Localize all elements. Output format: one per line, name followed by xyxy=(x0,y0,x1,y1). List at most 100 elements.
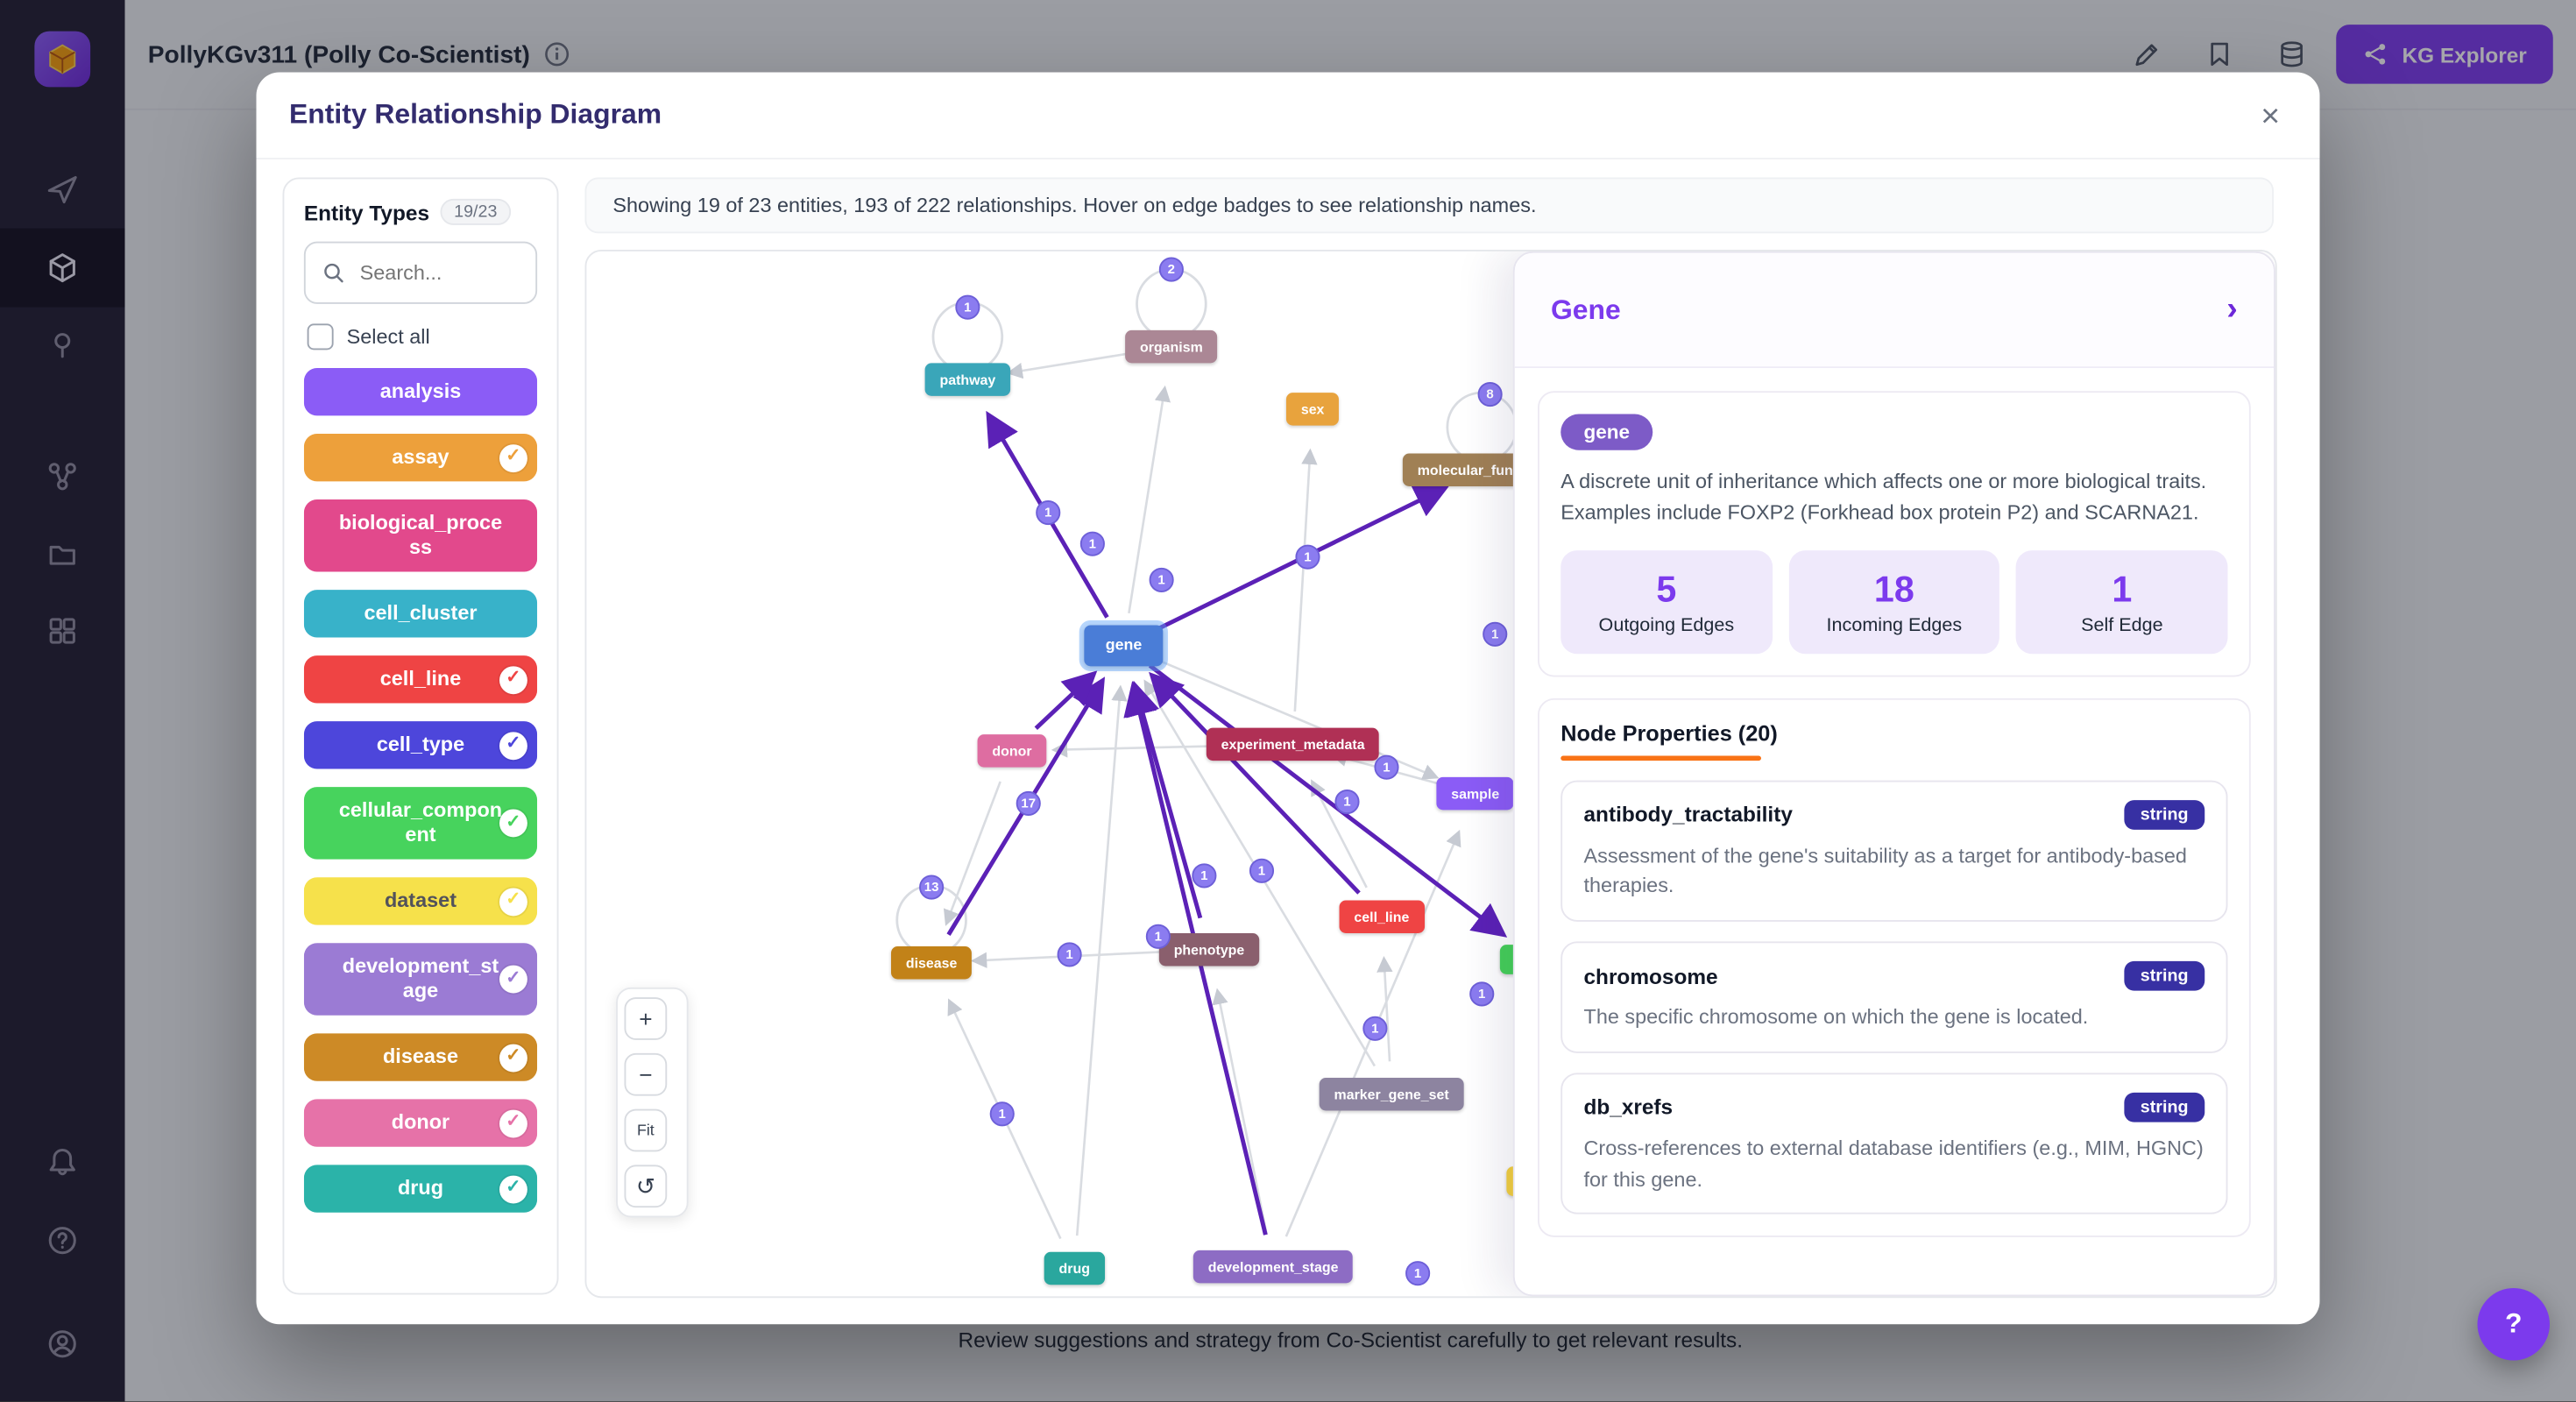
edge-badge[interactable]: 13 xyxy=(919,874,945,900)
graph-node-disease[interactable]: disease xyxy=(890,946,973,980)
status-bar: Showing 19 of 23 entities, 193 of 222 re… xyxy=(584,177,2274,234)
property-name: db_xrefs xyxy=(1583,1094,1674,1120)
select-all-label: Select all xyxy=(346,325,430,349)
edge-badge[interactable]: 17 xyxy=(1016,790,1041,816)
select-all-checkbox[interactable] xyxy=(307,323,334,350)
chevron-right-icon[interactable]: › xyxy=(2226,290,2238,328)
entity-type-assay[interactable]: assay✓ xyxy=(303,434,538,482)
entity-type-cell_type[interactable]: cell_type✓ xyxy=(303,721,538,769)
modal-header: Entity Relationship Diagram × xyxy=(256,73,2320,159)
graph-node-donor[interactable]: donor xyxy=(977,734,1047,768)
edge-badge[interactable]: 1 xyxy=(1192,863,1217,889)
entity-type-disease[interactable]: disease ✓ xyxy=(303,1033,538,1081)
pin-icon[interactable] xyxy=(0,309,125,382)
reset-zoom-button[interactable]: ↺ xyxy=(624,1165,668,1208)
entity-count-badge: 19/23 xyxy=(441,198,511,225)
graph-node-sample[interactable]: sample xyxy=(1436,776,1515,811)
graph-node-development_stage[interactable]: development_stage xyxy=(1192,1250,1354,1284)
entity-type-drug[interactable]: drug✓ xyxy=(303,1165,538,1213)
properties-underline xyxy=(1560,754,1761,761)
edge-badge[interactable]: 1 xyxy=(989,1101,1015,1127)
apps-grid-icon[interactable] xyxy=(0,595,125,668)
rocket-icon[interactable] xyxy=(0,152,125,225)
entity-type-label: cellular_component xyxy=(338,798,503,846)
entity-type-biological_process[interactable]: biological_process xyxy=(303,499,538,572)
folder-icon[interactable] xyxy=(0,518,125,591)
checked-badge-icon: ✓ xyxy=(499,1043,527,1072)
help-fab-button[interactable]: ? xyxy=(2477,1288,2550,1361)
edge-badge[interactable]: 8 xyxy=(1477,381,1503,407)
entity-type-label: disease xyxy=(382,1044,459,1068)
entity-type-label: analysis xyxy=(379,379,462,403)
node-description: A discrete unit of inheritance which aff… xyxy=(1560,470,2207,524)
details-header[interactable]: Gene › xyxy=(1514,252,2274,368)
bookmark-icon[interactable] xyxy=(2192,26,2248,82)
edge-badge[interactable]: 1 xyxy=(1149,567,1174,592)
entity-type-cell_cluster[interactable]: cell_cluster xyxy=(303,590,538,638)
entity-type-analysis[interactable]: analysis xyxy=(303,368,538,416)
node-properties-card: Node Properties (20) antibody_tractabili… xyxy=(1538,697,2251,1238)
edge-badge[interactable]: 1 xyxy=(1469,981,1495,1007)
graph-node-organism[interactable]: organism xyxy=(1125,329,1218,364)
close-icon[interactable]: × xyxy=(2244,89,2296,141)
info-icon[interactable] xyxy=(543,41,570,67)
edge-badge[interactable]: 1 xyxy=(1405,1261,1431,1286)
edge-badge[interactable]: 1 xyxy=(1362,1016,1388,1041)
cube-icon[interactable] xyxy=(0,228,125,308)
app-sidebar xyxy=(0,0,125,1402)
graph-node-drug[interactable]: drug xyxy=(1044,1251,1105,1285)
entity-type-cellular_component[interactable]: cellular_component✓ xyxy=(303,787,538,860)
graph-node-gene[interactable]: gene xyxy=(1084,625,1164,667)
graph-node-experiment_metadata[interactable]: experiment_metadata xyxy=(1206,727,1380,761)
logo-hexagon xyxy=(49,44,76,74)
stat-label: Self Edge xyxy=(2081,615,2163,635)
edge-badge[interactable]: 1 xyxy=(1145,924,1171,949)
account-icon[interactable] xyxy=(0,1308,125,1381)
zoom-in-button[interactable]: + xyxy=(624,997,668,1040)
graph-node-pathway[interactable]: pathway xyxy=(924,363,1011,396)
entity-type-development_stage[interactable]: development_stage✓ xyxy=(303,943,538,1016)
graph-node-sex[interactable]: sex xyxy=(1285,393,1340,426)
edge-badge[interactable]: 2 xyxy=(1158,257,1184,282)
select-all-row[interactable]: Select all xyxy=(307,323,538,350)
edge-badge[interactable]: 1 xyxy=(1036,499,1061,526)
pipeline-icon[interactable] xyxy=(0,441,125,513)
kg-explorer-button[interactable]: KG Explorer xyxy=(2336,25,2553,84)
logo-cube-icon[interactable] xyxy=(34,31,91,88)
entity-relationship-modal: Entity Relationship Diagram × Entity Typ… xyxy=(256,72,2320,1325)
edge-badge[interactable]: 1 xyxy=(1079,531,1105,556)
database-icon[interactable] xyxy=(2264,26,2320,82)
fit-button[interactable]: Fit xyxy=(624,1108,668,1152)
entity-type-dataset[interactable]: dataset✓ xyxy=(303,877,538,925)
edge-badge[interactable]: 1 xyxy=(1334,789,1360,815)
edge-badge[interactable]: 1 xyxy=(955,294,980,320)
graph-node-cell_line[interactable]: cell_line xyxy=(1339,900,1425,933)
zoom-out-button[interactable]: − xyxy=(624,1052,668,1096)
entity-type-label: development_stage xyxy=(342,954,499,1002)
edge-badge[interactable]: 1 xyxy=(1374,754,1399,780)
edge-badge[interactable]: 1 xyxy=(1483,621,1508,647)
entity-search xyxy=(303,241,538,304)
entity-type-donor[interactable]: donor✓ xyxy=(303,1099,538,1147)
graph-node-marker_gene_set[interactable]: marker_gene_set xyxy=(1319,1078,1464,1111)
bell-icon[interactable] xyxy=(0,1125,125,1198)
property-name: antibody_tractability xyxy=(1583,802,1793,827)
search-icon xyxy=(324,263,343,283)
checked-badge-icon: ✓ xyxy=(499,1174,527,1203)
checked-badge-icon: ✓ xyxy=(499,887,527,916)
edit-icon[interactable] xyxy=(2120,26,2176,82)
stat-value: 18 xyxy=(1873,567,1914,609)
help-icon[interactable] xyxy=(0,1204,125,1277)
diagram-area: Showing 19 of 23 entities, 193 of 222 re… xyxy=(584,177,2277,1299)
search-input[interactable] xyxy=(356,259,520,287)
graph-node-phenotype[interactable]: phenotype xyxy=(1158,933,1260,967)
edge-badge[interactable]: 1 xyxy=(1249,858,1275,883)
entity-type-cell_line[interactable]: cell_line✓ xyxy=(303,655,538,704)
edge-badge[interactable]: 1 xyxy=(1295,544,1320,570)
edge-badge[interactable]: 1 xyxy=(1057,942,1082,967)
